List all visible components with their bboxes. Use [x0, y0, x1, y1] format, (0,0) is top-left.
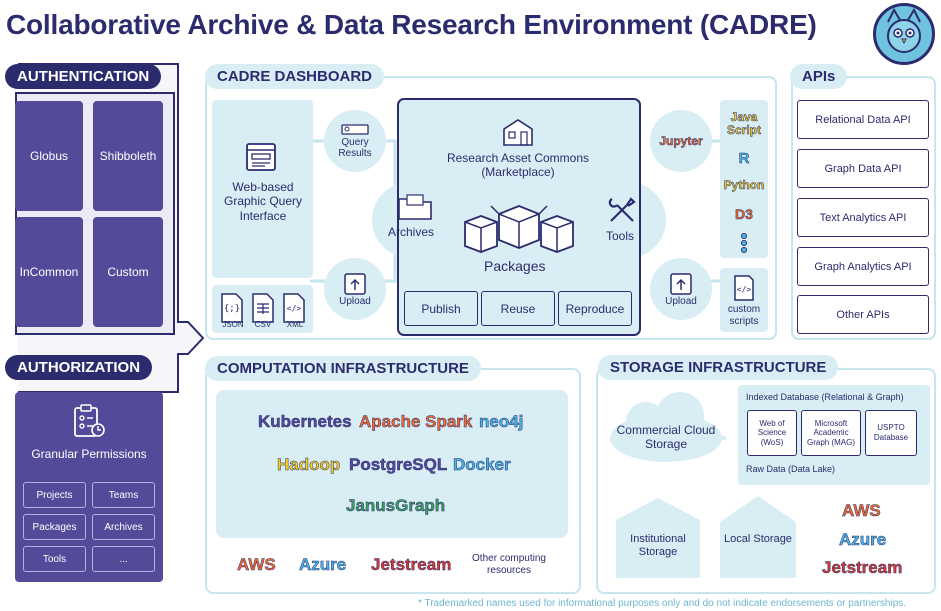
xml-file-icon: </> — [281, 292, 307, 328]
upload-right-label: Upload — [665, 295, 697, 307]
svg-text:</>: </> — [737, 285, 752, 294]
apis-heading: APIs — [790, 64, 848, 89]
packages-label: Packages — [484, 258, 546, 274]
other-computing-label: Other computing resources — [472, 553, 546, 576]
csv-file-icon — [250, 292, 276, 328]
search-bar-icon — [341, 124, 369, 135]
javascript-logo: Java Script — [726, 110, 762, 137]
publish-button[interactable]: Publish — [404, 291, 478, 326]
neo4j-logo: neo4j — [479, 412, 524, 432]
permission-packages[interactable]: Packages — [23, 514, 86, 540]
graph-analytics-api[interactable]: Graph Analytics API — [797, 247, 929, 286]
storage-jetstream-logo: Jetstream — [822, 558, 903, 578]
permission-archives[interactable]: Archives — [92, 514, 155, 540]
trademark-footnote: * Trademarked names used for information… — [418, 598, 907, 609]
docker-logo: Docker — [453, 455, 511, 475]
azure-logo: Azure — [299, 555, 347, 575]
auth-provider-custom[interactable]: Custom — [93, 217, 163, 327]
hadoop-logo: Hadoop — [277, 455, 341, 475]
upload-node-left[interactable]: Upload — [324, 258, 386, 320]
reproduce-button[interactable]: Reproduce — [558, 291, 632, 326]
upload-icon — [344, 272, 366, 295]
permission-teams[interactable]: Teams — [92, 482, 155, 508]
tools-icon — [607, 195, 637, 225]
jupyter-logo: Jupyter — [659, 134, 703, 149]
custom-scripts-label: custom scripts — [727, 304, 761, 327]
python-logo: Python — [723, 178, 765, 193]
indexed-database-label: Indexed Database (Relational & Graph) — [746, 392, 904, 402]
permissions-icon — [72, 404, 106, 440]
uspto-database[interactable]: USPTO Database — [865, 410, 917, 456]
query-results-label: Query Results — [338, 137, 372, 159]
cadre-mascot-logo — [873, 3, 935, 65]
auth-provider-incommon[interactable]: InCommon — [15, 217, 83, 327]
commercial-cloud-label: Commercial Cloud Storage — [616, 423, 716, 452]
json-file-icon: {;} — [219, 292, 245, 328]
storage-aws-logo: AWS — [842, 501, 881, 521]
local-storage-label: Local Storage — [724, 533, 792, 545]
query-interface-label: Web-based Graphic Query Interface — [223, 180, 303, 223]
wos-database[interactable]: Web of Science (WoS) — [747, 410, 797, 456]
auth-provider-shibboleth[interactable]: Shibboleth — [93, 101, 163, 211]
query-interface-panel[interactable] — [212, 100, 313, 278]
browser-window-icon — [245, 142, 279, 174]
storage-heading: STORAGE INFRASTRUCTURE — [598, 355, 839, 380]
csv-label: CSV — [254, 320, 272, 329]
computation-tools-panel — [216, 390, 568, 538]
granular-permissions-label: Granular Permissions — [31, 447, 147, 461]
svg-text:</>: </> — [287, 304, 302, 313]
commons-building-icon — [501, 117, 535, 147]
institutional-building-shape — [616, 498, 700, 578]
authorization-heading: AUTHORIZATION — [5, 355, 153, 380]
raw-data-label: Raw Data (Data Lake) — [746, 464, 836, 474]
local-house-shape — [720, 496, 796, 578]
script-file-icon: </> — [731, 274, 757, 302]
permission-projects[interactable]: Projects — [23, 482, 86, 508]
commons-label: Research Asset Commons (Marketplace) — [446, 151, 590, 180]
cloud-storage-shape — [610, 392, 726, 462]
permission-more[interactable]: ... — [92, 546, 155, 572]
upload-node-right[interactable]: Upload — [650, 258, 712, 320]
archives-label[interactable]: Archives — [388, 225, 435, 239]
other-apis[interactable]: Other APIs — [797, 295, 929, 334]
packages-boxes-icon — [461, 198, 577, 256]
relational-data-api[interactable]: Relational Data API — [797, 100, 929, 139]
page-title: Collaborative Archive & Data Research En… — [6, 9, 817, 40]
svg-text:{;}: {;} — [224, 304, 240, 314]
query-results-node[interactable]: Query Results — [324, 110, 386, 172]
auth-provider-globus[interactable]: Globus — [15, 101, 83, 211]
postgresql-logo: PostgreSQL — [349, 455, 448, 475]
storage-azure-logo: Azure — [839, 530, 887, 550]
archives-folder-icon — [397, 193, 433, 221]
permission-tools[interactable]: Tools — [23, 546, 86, 572]
kubernetes-logo: Kubernetes — [258, 412, 352, 432]
computation-heading: COMPUTATION INFRASTRUCTURE — [205, 356, 481, 381]
aws-logo: AWS — [237, 555, 276, 575]
text-analytics-api[interactable]: Text Analytics API — [797, 198, 929, 237]
dashboard-heading: CADRE DASHBOARD — [205, 64, 385, 89]
mag-database[interactable]: Microsoft Academic Graph (MAG) — [801, 410, 861, 456]
xml-label: XML — [286, 320, 304, 329]
upload-icon — [670, 272, 692, 295]
authentication-heading: AUTHENTICATION — [5, 64, 162, 89]
d3-logo: D3 — [735, 206, 753, 222]
more-languages-icon — [739, 232, 749, 254]
upload-left-label: Upload — [339, 295, 371, 307]
r-logo: R — [738, 150, 750, 168]
reuse-button[interactable]: Reuse — [481, 291, 555, 326]
languages-panel — [720, 100, 768, 258]
json-label: JSON — [222, 320, 244, 329]
institutional-storage-label: Institutional Storage — [630, 533, 686, 559]
tools-label[interactable]: Tools — [606, 229, 635, 243]
jupyter-node[interactable]: Jupyter — [650, 110, 712, 172]
apache-spark-logo: Apache Spark — [359, 412, 473, 432]
graph-data-api[interactable]: Graph Data API — [797, 149, 929, 188]
janusgraph-logo: JanusGraph — [346, 496, 446, 516]
jetstream-logo: Jetstream — [371, 555, 452, 575]
